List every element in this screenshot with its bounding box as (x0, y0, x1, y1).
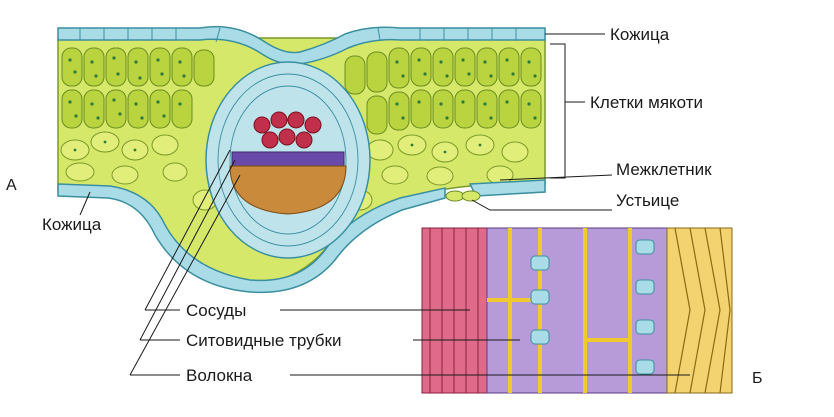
fiber-tissue (229, 165, 347, 215)
label-mesophyll: Клетки мякоти (590, 93, 703, 112)
fiber-lines (674, 227, 731, 394)
stoma (445, 190, 481, 202)
vein-longitudinal-section (421, 227, 733, 394)
sheath-cells (217, 73, 359, 247)
fiber-strip (666, 227, 733, 394)
phloem-layer (231, 151, 345, 167)
panel-tag-a: А (6, 177, 17, 194)
label-intercellular: Межклетник (616, 160, 712, 179)
label-epidermis-bottom: Кожица (42, 215, 102, 234)
upper-epidermis-cells (79, 27, 517, 43)
label-vessels: Сосуды (186, 301, 246, 320)
panel-tag-b: Б (752, 370, 763, 387)
label-fibers: Волокна (186, 366, 253, 385)
lower-epidermis (57, 183, 446, 294)
label-sieve-tubes: Ситовидные трубки (186, 331, 341, 350)
upper-epidermis (57, 25, 546, 66)
leaf-cross-section (57, 25, 546, 294)
mesophyll-cells (61, 47, 542, 135)
label-epidermis-top: Кожица (610, 25, 670, 44)
xylem-vessels (253, 111, 322, 149)
leader-lines (79, 33, 690, 376)
chloroplasts (68, 56, 537, 154)
companion-cells (530, 239, 655, 375)
label-stoma: Устьице (616, 191, 679, 210)
